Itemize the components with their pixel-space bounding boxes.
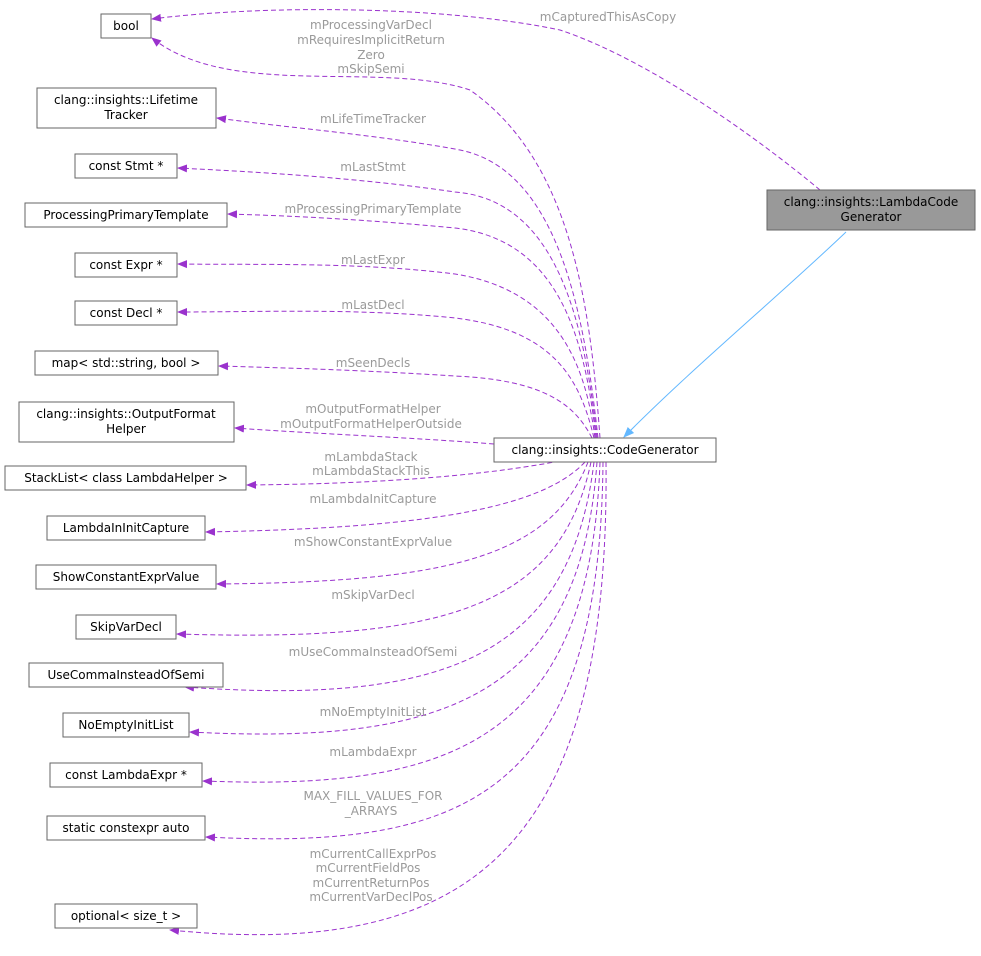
edge-label-last-decl: mLastDecl bbox=[341, 298, 404, 312]
edge-label-current-pos-4: mCurrentVarDeclPos bbox=[309, 890, 432, 904]
edge-seen-decls: mSeenDecls bbox=[218, 356, 593, 439]
node-label-line: const Expr * bbox=[89, 258, 162, 272]
node-label-line: clang::insights::OutputFormat bbox=[36, 407, 216, 421]
edge-captured-this-as-copy: mCapturedThisAsCopy bbox=[151, 9, 821, 191]
node-no-empty-init-list[interactable]: NoEmptyInitList bbox=[62, 712, 190, 738]
inheritance-edge bbox=[623, 231, 847, 438]
node-const-stmt[interactable]: const Stmt * bbox=[74, 153, 178, 179]
edge-label-lambda-init-capture: mLambdaInitCapture bbox=[310, 492, 437, 506]
edge-label-max-fill-1: MAX_FILL_VALUES_FOR bbox=[303, 789, 442, 803]
edge-processing-primary-template: mProcessingPrimaryTemplate bbox=[227, 202, 597, 439]
edge-label-bool-2: mRequiresImplicitReturn bbox=[297, 33, 445, 47]
edge-label-max-fill-2: _ARRAYS bbox=[344, 804, 398, 818]
node-static-constexpr-auto[interactable]: static constexpr auto bbox=[46, 815, 206, 841]
edge-label-lambda-stack-1: mLambdaStack bbox=[324, 450, 417, 464]
node-label-line: const Decl * bbox=[90, 306, 163, 320]
node-label-line: Tracker bbox=[103, 108, 147, 122]
node-bool[interactable]: bool bbox=[100, 13, 152, 39]
node-use-comma-instead-of-semi[interactable]: UseCommaInsteadOfSemi bbox=[28, 662, 224, 688]
node-label-line: optional< size_t > bbox=[71, 909, 181, 923]
edge-last-stmt: mLastStmt bbox=[177, 160, 598, 439]
node-label-line: NoEmptyInitList bbox=[78, 718, 173, 732]
node-const-lambda-expr[interactable]: const LambdaExpr * bbox=[49, 762, 203, 788]
node-label-line: ProcessingPrimaryTemplate bbox=[43, 208, 208, 222]
edge-label-last-expr: mLastExpr bbox=[341, 253, 405, 267]
edge-last-decl: mLastDecl bbox=[177, 298, 595, 439]
edge-label-current-pos-3: mCurrentReturnPos bbox=[313, 876, 430, 890]
node-label-line: map< std::string, bool > bbox=[52, 356, 201, 370]
edge-label-lambda-expr: mLambdaExpr bbox=[329, 745, 416, 759]
node-label-line: SkipVarDecl bbox=[90, 620, 162, 634]
node-const-decl[interactable]: const Decl * bbox=[74, 300, 178, 326]
edge-label-show-constant-expr-value: mShowConstantExprValue bbox=[294, 535, 452, 549]
edge-label-processing-primary-template: mProcessingPrimaryTemplate bbox=[285, 202, 462, 216]
node-skip-var-decl[interactable]: SkipVarDecl bbox=[75, 614, 177, 640]
node-map-string-bool[interactable]: map< std::string, bool > bbox=[34, 350, 219, 376]
edge-label-bool-3: Zero bbox=[357, 48, 385, 62]
edge-label-no-empty-init-list: mNoEmptyInitList bbox=[320, 705, 427, 719]
edge-lambda-expr: mLambdaExpr bbox=[202, 461, 601, 786]
edge-show-constant-expr-value: mShowConstantExprValue bbox=[216, 461, 589, 588]
node-lifetime-tracker[interactable]: clang::insights::Lifetime Tracker bbox=[36, 87, 217, 129]
edge-label-captured-this-as-copy: mCapturedThisAsCopy bbox=[540, 10, 676, 24]
node-label-line: Helper bbox=[106, 422, 146, 436]
edge-lambda-init-capture: mLambdaInitCapture bbox=[205, 461, 586, 536]
edge-label-skip-var-decl: mSkipVarDecl bbox=[331, 588, 414, 602]
node-const-expr[interactable]: const Expr * bbox=[74, 252, 178, 278]
edge-label-last-stmt: mLastStmt bbox=[340, 160, 406, 174]
node-show-constant-expr-value[interactable]: ShowConstantExprValue bbox=[35, 564, 217, 590]
edge-current-pos: mCurrentCallExprPos mCurrentFieldPos mCu… bbox=[169, 461, 607, 936]
node-label-line: clang::insights::LambdaCode bbox=[784, 195, 958, 209]
edge-label-bool-1: mProcessingVarDecl bbox=[310, 18, 432, 32]
edge-lambda-stack: mLambdaStack mLambdaStackThis bbox=[246, 450, 561, 489]
edge-label-use-comma-instead-of-semi: mUseCommaInsteadOfSemi bbox=[289, 645, 458, 659]
edge-label-current-pos-1: mCurrentCallExprPos bbox=[310, 847, 437, 861]
node-label-line: Generator bbox=[841, 210, 902, 224]
edge-use-comma-instead-of-semi: mUseCommaInsteadOfSemi bbox=[184, 461, 595, 692]
edge-label-output-format-1: mOutputFormatHelper bbox=[305, 402, 440, 416]
node-processing-primary-template[interactable]: ProcessingPrimaryTemplate bbox=[24, 202, 228, 228]
edge-max-fill-values: MAX_FILL_VALUES_FOR _ARRAYS bbox=[205, 461, 604, 842]
edge-last-expr: mLastExpr bbox=[177, 253, 596, 439]
edge-output-format-helper: mOutputFormatHelper mOutputFormatHelperO… bbox=[234, 402, 495, 445]
node-optional-size-t[interactable]: optional< size_t > bbox=[54, 903, 198, 929]
edge-label-output-format-2: mOutputFormatHelperOutside bbox=[280, 417, 462, 431]
edge-label-bool-4: mSkipSemi bbox=[337, 62, 404, 76]
edge-skip-var-decl: mSkipVarDecl bbox=[176, 461, 592, 639]
node-label-line: clang::insights::Lifetime bbox=[54, 93, 198, 107]
edge-label-seen-decls: mSeenDecls bbox=[336, 356, 410, 370]
edge-no-empty-init-list: mNoEmptyInitList bbox=[189, 461, 598, 737]
edge-bool-members: mProcessingVarDecl mRequiresImplicitRetu… bbox=[151, 18, 601, 439]
node-lambda-in-init-capture[interactable]: LambdaInInitCapture bbox=[46, 515, 206, 541]
node-code-generator[interactable]: clang::insights::CodeGenerator bbox=[493, 437, 717, 463]
node-label-line: const LambdaExpr * bbox=[65, 768, 187, 782]
node-label-line: UseCommaInsteadOfSemi bbox=[47, 668, 204, 682]
node-label-line: clang::insights::CodeGenerator bbox=[511, 443, 698, 457]
node-output-format-helper[interactable]: clang::insights::OutputFormat Helper bbox=[18, 401, 235, 443]
edge-label-current-pos-2: mCurrentFieldPos bbox=[316, 861, 421, 875]
node-label-line: static constexpr auto bbox=[63, 821, 190, 835]
edge-lifetime-tracker: mLifeTimeTracker bbox=[216, 112, 599, 439]
node-label-line: bool bbox=[113, 19, 139, 33]
node-label-line: StackList< class LambdaHelper > bbox=[24, 471, 228, 485]
node-lambda-code-generator[interactable]: clang::insights::LambdaCode Generator bbox=[766, 189, 976, 231]
edge-label-lambda-stack-2: mLambdaStackThis bbox=[312, 464, 430, 478]
edge-label-lifetime-tracker: mLifeTimeTracker bbox=[320, 112, 426, 126]
node-label-line: LambdaInInitCapture bbox=[63, 521, 189, 535]
node-stacklist-lambda-helper[interactable]: StackList< class LambdaHelper > bbox=[4, 465, 247, 491]
node-label-line: ShowConstantExprValue bbox=[53, 570, 200, 584]
node-label-line: const Stmt * bbox=[89, 159, 164, 173]
member-edges: mProcessingVarDecl mRequiresImplicitRetu… bbox=[151, 18, 607, 936]
